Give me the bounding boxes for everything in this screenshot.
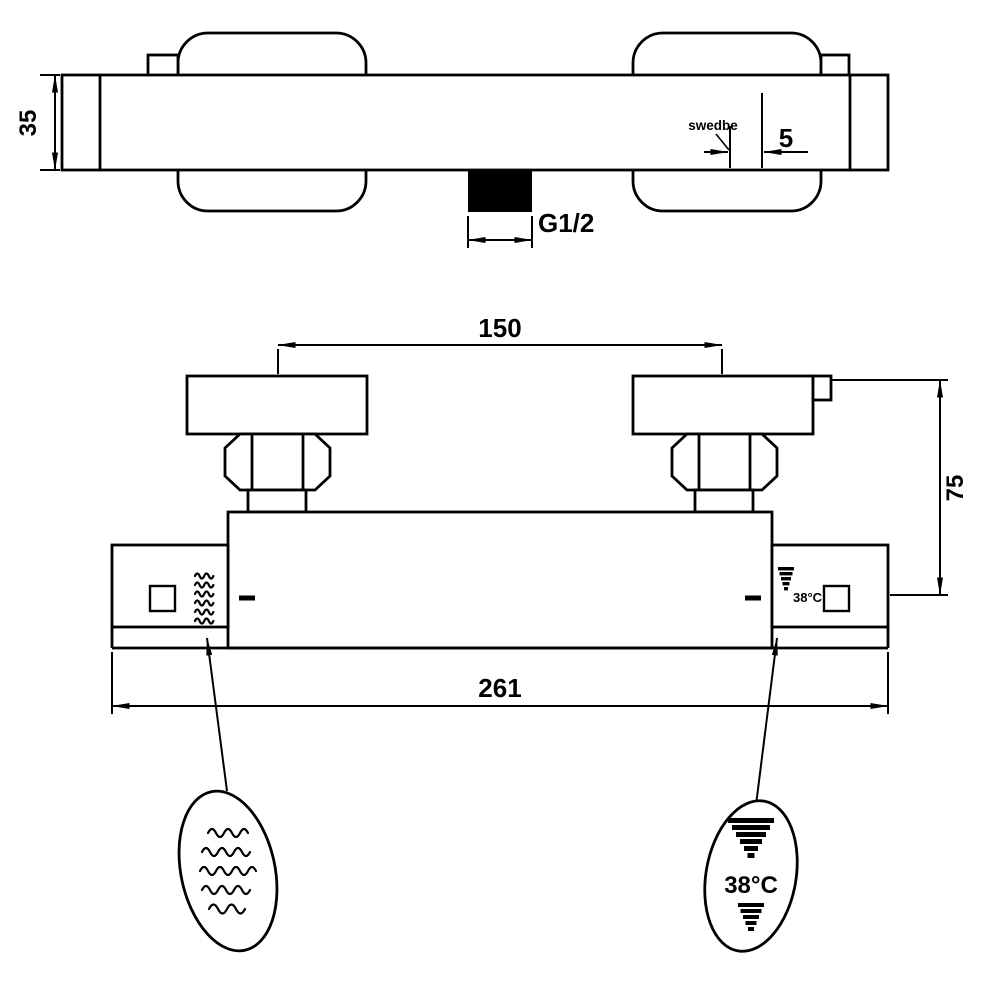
mixer-body-front [226, 510, 774, 650]
wall-flange-front-left [185, 374, 369, 436]
callout-leader-left [206, 637, 228, 792]
hex-nut-right [670, 432, 779, 492]
dim-thread: G1/2 [467, 208, 594, 248]
dim-depth: 75 [831, 379, 969, 596]
brand-leader-line [715, 133, 730, 151]
hot-water-waves-icon [193, 572, 215, 625]
outlet-connector [468, 170, 532, 212]
front-view: 150 [110, 313, 969, 714]
temp-scale-small-icon [738, 903, 764, 931]
flange-step-right [811, 374, 833, 402]
mixer-bar [60, 73, 890, 172]
temp-handle-screw [822, 584, 851, 613]
dim-height: 35 [15, 74, 60, 171]
dim-height-label: 35 [15, 110, 42, 137]
top-view: 35 swedbe 5 G1/2 [15, 31, 890, 248]
wall-flange-front-right [631, 374, 815, 436]
mounting-tab-right [819, 53, 851, 78]
dim-width: 261 [111, 652, 889, 714]
hot-water-waves-large-icon [198, 827, 258, 915]
dim-offset: 5 [704, 93, 808, 168]
temp-handle-label: 38°C [793, 590, 823, 605]
thread-label: G1/2 [538, 208, 594, 238]
callout-leader-right [755, 637, 778, 806]
connector-pipe-left [246, 488, 308, 514]
connector-pipe-right [693, 488, 755, 514]
dim-width-label: 261 [478, 673, 521, 703]
mounting-tab-left [146, 53, 180, 78]
dim-centers-label: 150 [478, 313, 521, 343]
temp-callout-label: 38°C [724, 872, 778, 899]
dim-offset-label: 5 [779, 123, 793, 153]
flow-handle-screw [148, 584, 177, 613]
temp-scale-large-icon [728, 818, 774, 858]
callouts: 38°C [177, 637, 799, 953]
hex-nut-outline [670, 432, 779, 492]
hex-nut-left [223, 432, 332, 492]
brand-label: swedbe [688, 118, 738, 133]
callout-balloon-flow [177, 789, 279, 953]
dim-depth-label: 75 [942, 475, 969, 502]
callout-balloon-temp [703, 799, 799, 953]
dim-centers: 150 [277, 313, 723, 374]
temp-scale-icon [778, 567, 794, 591]
hex-nut-outline [223, 432, 332, 492]
